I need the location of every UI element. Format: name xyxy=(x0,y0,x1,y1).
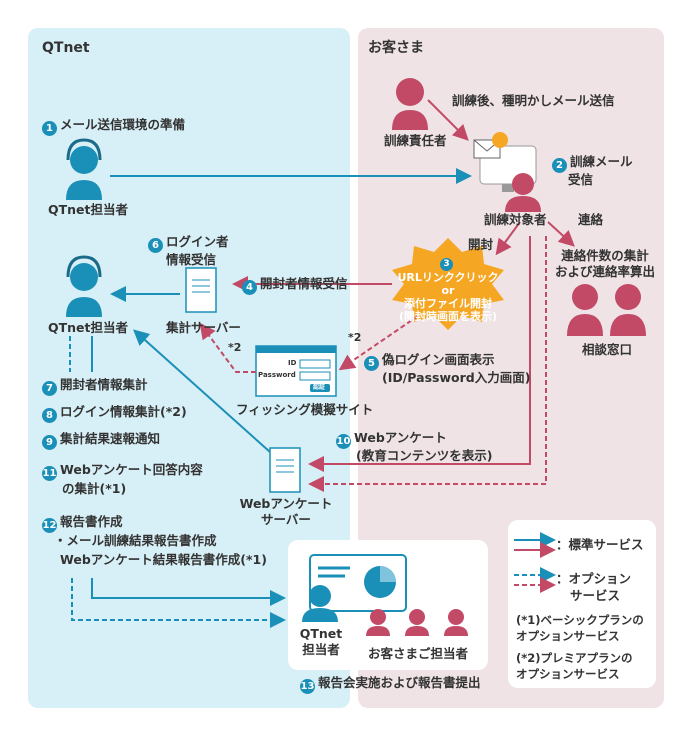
arrow-report-solid xyxy=(91,578,286,606)
consult-icon xyxy=(567,284,646,336)
qtnet-panel-title: QTnet xyxy=(42,40,90,56)
arrow-target-to-burst xyxy=(495,221,521,256)
step-3-text: 3 URLリンククリック or 添付ファイル開封 (開封時画面を表示) xyxy=(397,258,499,323)
consult-label: 相談窓口 xyxy=(582,342,633,357)
step-10-line2: (教育コンテンツを表示) xyxy=(356,448,493,463)
arrow-webserver-to-qtnet xyxy=(133,329,271,453)
arrow-burst-to-phishing xyxy=(338,315,419,371)
legend-box xyxy=(508,520,656,688)
open-label: 開封 xyxy=(468,237,494,252)
phishing-site-label: フィッシング模擬サイト xyxy=(236,402,374,417)
web-server-label: Webアンケートサーバー xyxy=(239,496,333,527)
aggregation-server-icon xyxy=(185,267,217,313)
arrow-report-dash xyxy=(71,578,286,628)
target-label: 訓練対象者 xyxy=(484,212,547,227)
step-3-burst xyxy=(392,238,504,330)
step-12-line3: Webアンケート結果報告書作成(*1) xyxy=(60,552,267,567)
arrow-target-to-webserver xyxy=(308,236,531,472)
step-6-line2: 情報受信 xyxy=(166,252,217,267)
step-5-line2: (ID/Password入力画面) xyxy=(382,370,531,385)
legend-note1: (*1)ベーシックプランのオプションサービス xyxy=(516,613,644,643)
login-button: 認証 xyxy=(313,384,326,391)
legend-option: ：オプション xyxy=(556,571,632,586)
web-survey-server-icon xyxy=(269,447,301,493)
qtnet-staff-icon-2 xyxy=(66,255,102,317)
arrow-contact xyxy=(547,221,575,247)
star2a: *2 xyxy=(228,341,242,354)
client-staff-icons xyxy=(366,609,468,636)
qtnet-staff-icon xyxy=(66,138,102,200)
trainer-action: 訓練後、種明かしメール送信 xyxy=(452,93,615,108)
step-12-line2: ・メール訓練結果報告書作成 xyxy=(54,533,217,548)
customer-panel-title: お客さま xyxy=(368,40,424,56)
qtnet-staff-label: QTnet担当者 xyxy=(48,202,129,217)
legend-note2: (*2)プレミアプランのオプションサービス xyxy=(516,651,633,681)
client-staff-label: お客さまご担当者 xyxy=(368,646,469,661)
arrow-trainer-to-target xyxy=(427,99,469,141)
login-pw-label: Password xyxy=(258,371,296,379)
legend-option-line2: サービス xyxy=(570,588,621,603)
target-person-icon xyxy=(473,132,541,212)
trainer-icon xyxy=(392,78,428,130)
presentation-icon xyxy=(302,554,407,622)
phishing-site-window xyxy=(255,345,337,397)
contact-label: 連絡 xyxy=(578,212,604,227)
star2b: *2 xyxy=(348,331,362,344)
step-2-line2: 受信 xyxy=(568,172,594,187)
qtnet-staff-label-2: QTnet担当者 xyxy=(48,320,129,335)
step-11-line2: の集計(*1) xyxy=(62,481,127,496)
login-id-label: ID xyxy=(288,359,297,367)
legend-standard: ：標準サービス xyxy=(556,537,644,552)
arrow-target-to-webserver-dash xyxy=(308,236,547,492)
agg-server-label: 集計サーバー xyxy=(166,320,241,335)
trainer-label: 訓練責任者 xyxy=(384,133,447,148)
contact-stats: 連絡件数の集計および連絡率算出 xyxy=(554,248,655,279)
arrow-phishing-to-server xyxy=(199,322,256,373)
